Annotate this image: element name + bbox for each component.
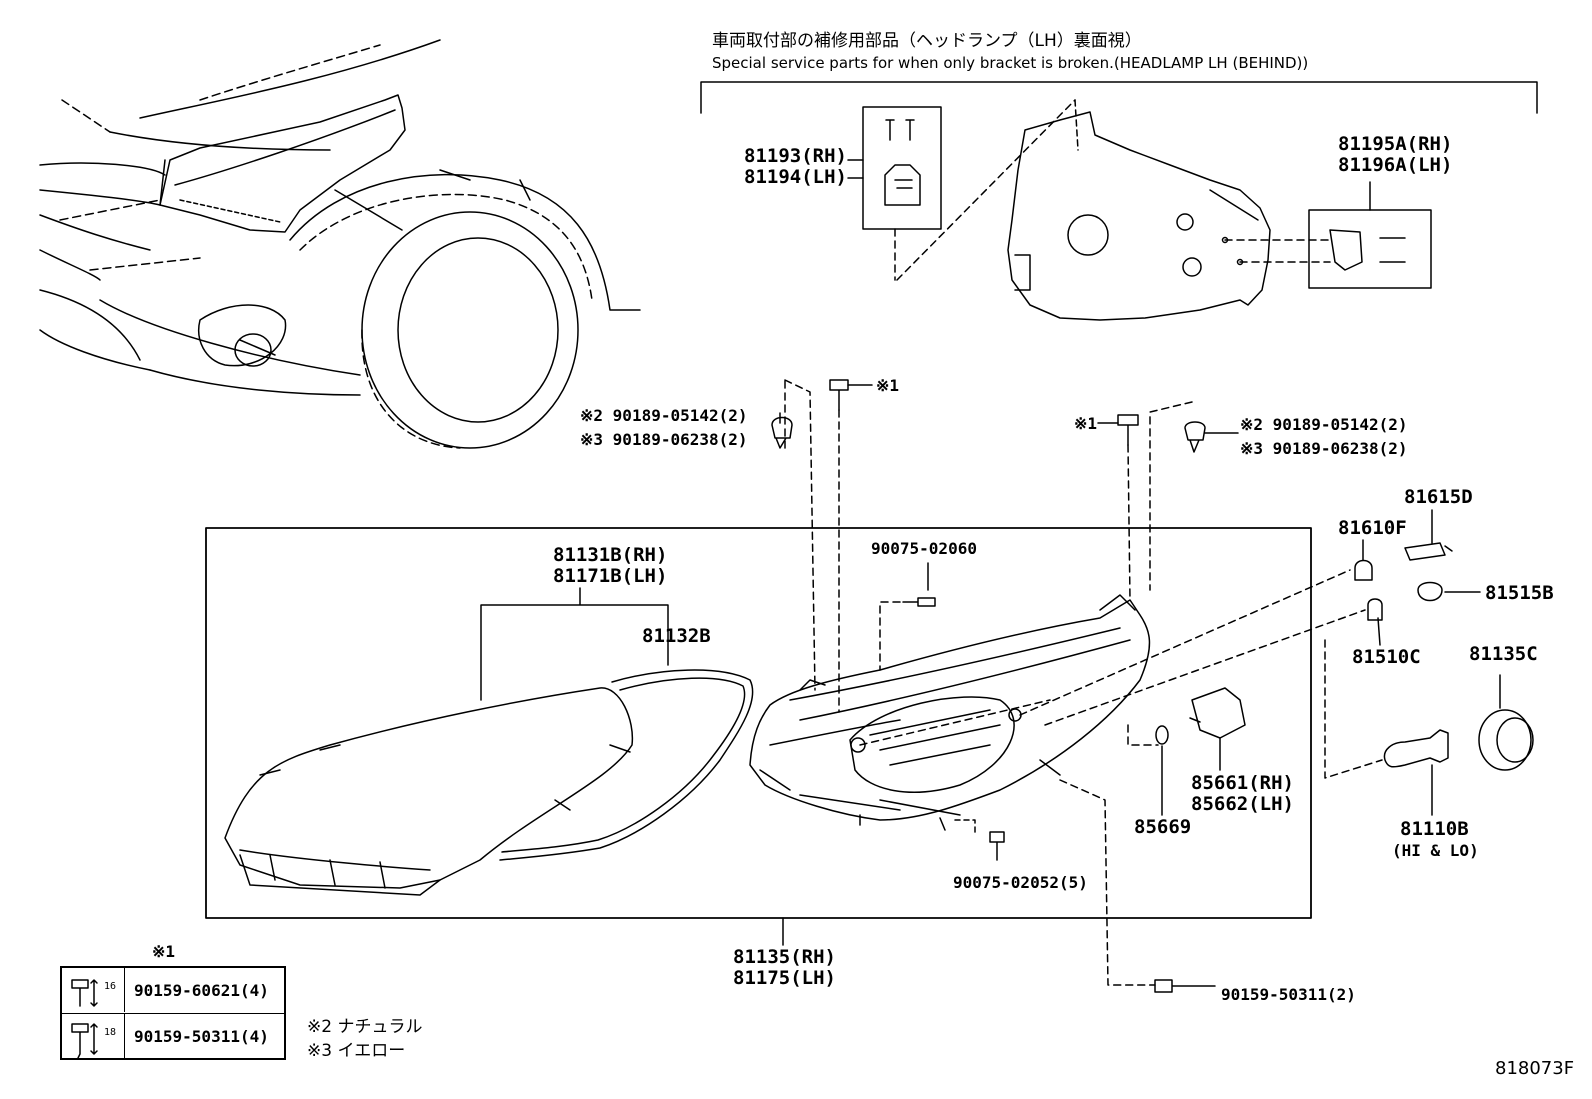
part-90075-02052-label: 90075-02052(5): [953, 873, 1088, 892]
part-81196a-label: 81196A(LH): [1338, 154, 1453, 176]
part-85669-label: 85669: [1134, 816, 1192, 838]
part-81110b-label: 81110B: [1400, 818, 1469, 840]
assembly-frame: [205, 527, 1312, 919]
bulbs-and-sockets: [954, 509, 1534, 993]
part-81610f-label: 81610F: [1338, 517, 1407, 539]
part-81131b-label: 81131B(RH): [553, 544, 668, 566]
legend-row: 18 90159-50311(4): [62, 1013, 284, 1058]
clip-left-natural-label: ※2 90189-05142(2): [580, 406, 748, 425]
screw-right-mark: ※1: [1074, 414, 1098, 433]
headlamp-gasket-inner: [501, 677, 746, 853]
legend-length: 18: [104, 1027, 117, 1038]
headlamp-housing: [749, 594, 1151, 831]
part-85662-label: 85662(LH): [1191, 793, 1294, 815]
note-yellow: ※3 イエロー: [307, 1041, 406, 1061]
legend-icons: [71, 979, 98, 1059]
part-81195a-81196a: 81195A(RH) 81196A(LH): [1338, 134, 1452, 176]
part-81135-81175: 81135(RH) 81175(LH): [733, 947, 836, 989]
headlamp-lens: [224, 687, 634, 896]
part-81135c-label: 81135C: [1469, 643, 1538, 665]
part-81171b-label: 81171B(LH): [553, 565, 668, 587]
clip-right-yellow-label: ※3 90189-06238(2): [1240, 439, 1408, 458]
note-natural: ※2 ナチュラル: [307, 1017, 423, 1037]
header-jp: 車両取付部の補修用部品（ヘッドランプ（LH）裏面視）: [712, 31, 1142, 51]
bracket-inset: [700, 81, 1538, 321]
screw-legend-table: 16 90159-60621(4) 18 90159-50311(4): [60, 966, 286, 1060]
figure-id: 818073F: [1495, 1058, 1575, 1079]
part-90159-50311-label: 90159-50311(2): [1221, 985, 1356, 1004]
bulb-leader-lines: [859, 569, 1383, 986]
part-81131b-81171b: 81131B(RH) 81171B(LH): [553, 545, 667, 587]
part-81195a-label: 81195A(RH): [1338, 133, 1453, 155]
part-85661-85662: 85661(RH) 85662(LH): [1191, 773, 1294, 815]
screw-icon: [62, 1014, 125, 1058]
legend-part-number: 90159-50311(4): [134, 1027, 269, 1046]
part-81132b-label: 81132B: [642, 625, 711, 647]
legend-title: ※1: [152, 942, 176, 961]
clip-left-yellow-label: ※3 90189-06238(2): [580, 430, 748, 449]
clips-and-screws: [771, 379, 1239, 713]
headlamp-gasket: [499, 669, 754, 861]
lens-callout: [480, 587, 669, 701]
part-81175-label: 81175(LH): [733, 967, 836, 989]
part-81193-81194: 81193(RH) 81194(LH): [744, 146, 847, 188]
clip-right-natural-label: ※2 90189-05142(2): [1240, 415, 1408, 434]
screw-90075-02060: [902, 597, 936, 607]
screw-icon: [62, 968, 125, 1012]
part-81194-label: 81194(LH): [744, 166, 847, 188]
part-81110b-note: (HI & LO): [1392, 841, 1479, 860]
legend-length: 16: [104, 981, 117, 992]
vehicle-front-inset: [39, 39, 641, 449]
screw-left-mark: ※1: [876, 376, 900, 395]
part-90075-02060-label: 90075-02060: [871, 539, 977, 558]
part-81510c-label: 81510C: [1352, 646, 1421, 668]
part-81193-label: 81193(RH): [744, 145, 847, 167]
part-81515b-label: 81515B: [1485, 582, 1554, 604]
header-en: Special service parts for when only brac…: [712, 54, 1309, 72]
part-81135-label: 81135(RH): [733, 946, 836, 968]
part-81615d-label: 81615D: [1404, 486, 1473, 508]
part-85661-label: 85661(RH): [1191, 772, 1294, 794]
legend-part-number: 90159-60621(4): [134, 981, 269, 1000]
legend-row: 16 90159-60621(4): [62, 968, 284, 1012]
